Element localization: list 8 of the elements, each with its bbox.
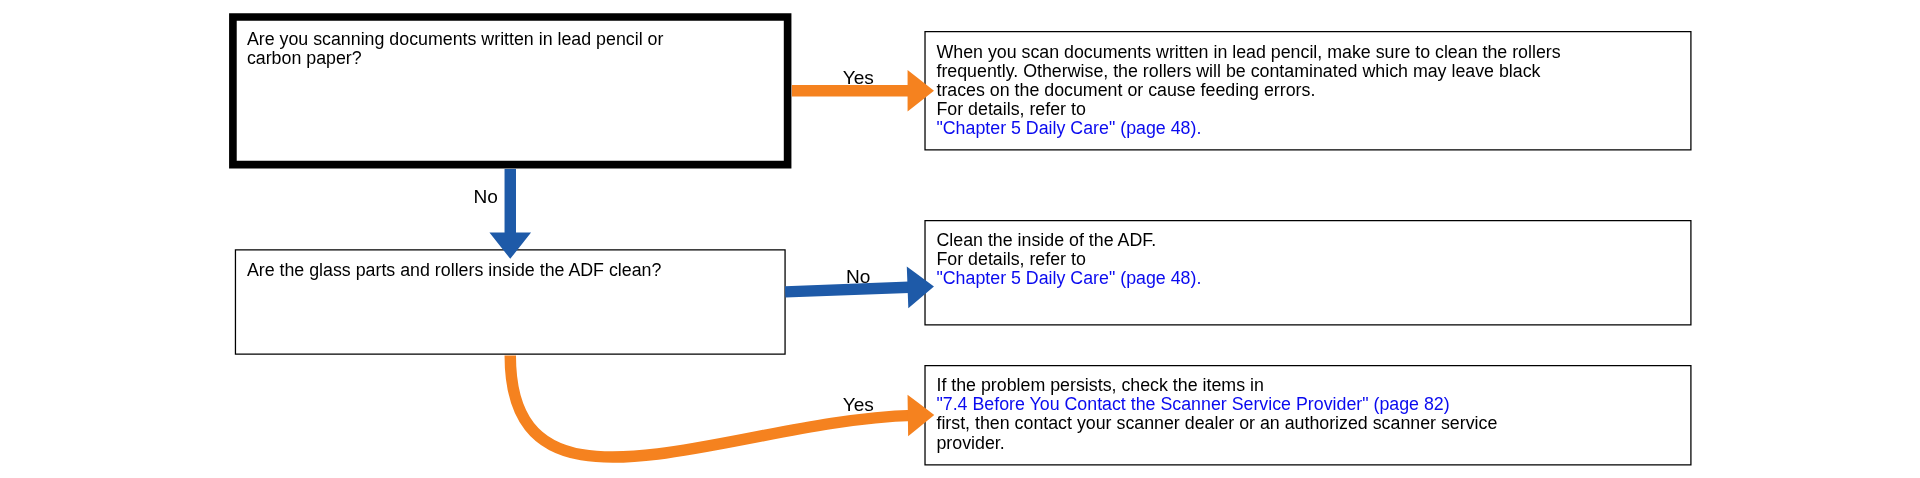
- edge-label: No: [473, 185, 498, 207]
- edge-label: Yes: [842, 67, 874, 89]
- arrow: [784, 266, 934, 309]
- edge-label: No: [846, 265, 871, 287]
- arrow: [489, 168, 532, 259]
- arrow: [504, 354, 935, 463]
- edge-label: Yes: [842, 394, 874, 416]
- arrow: [791, 69, 934, 112]
